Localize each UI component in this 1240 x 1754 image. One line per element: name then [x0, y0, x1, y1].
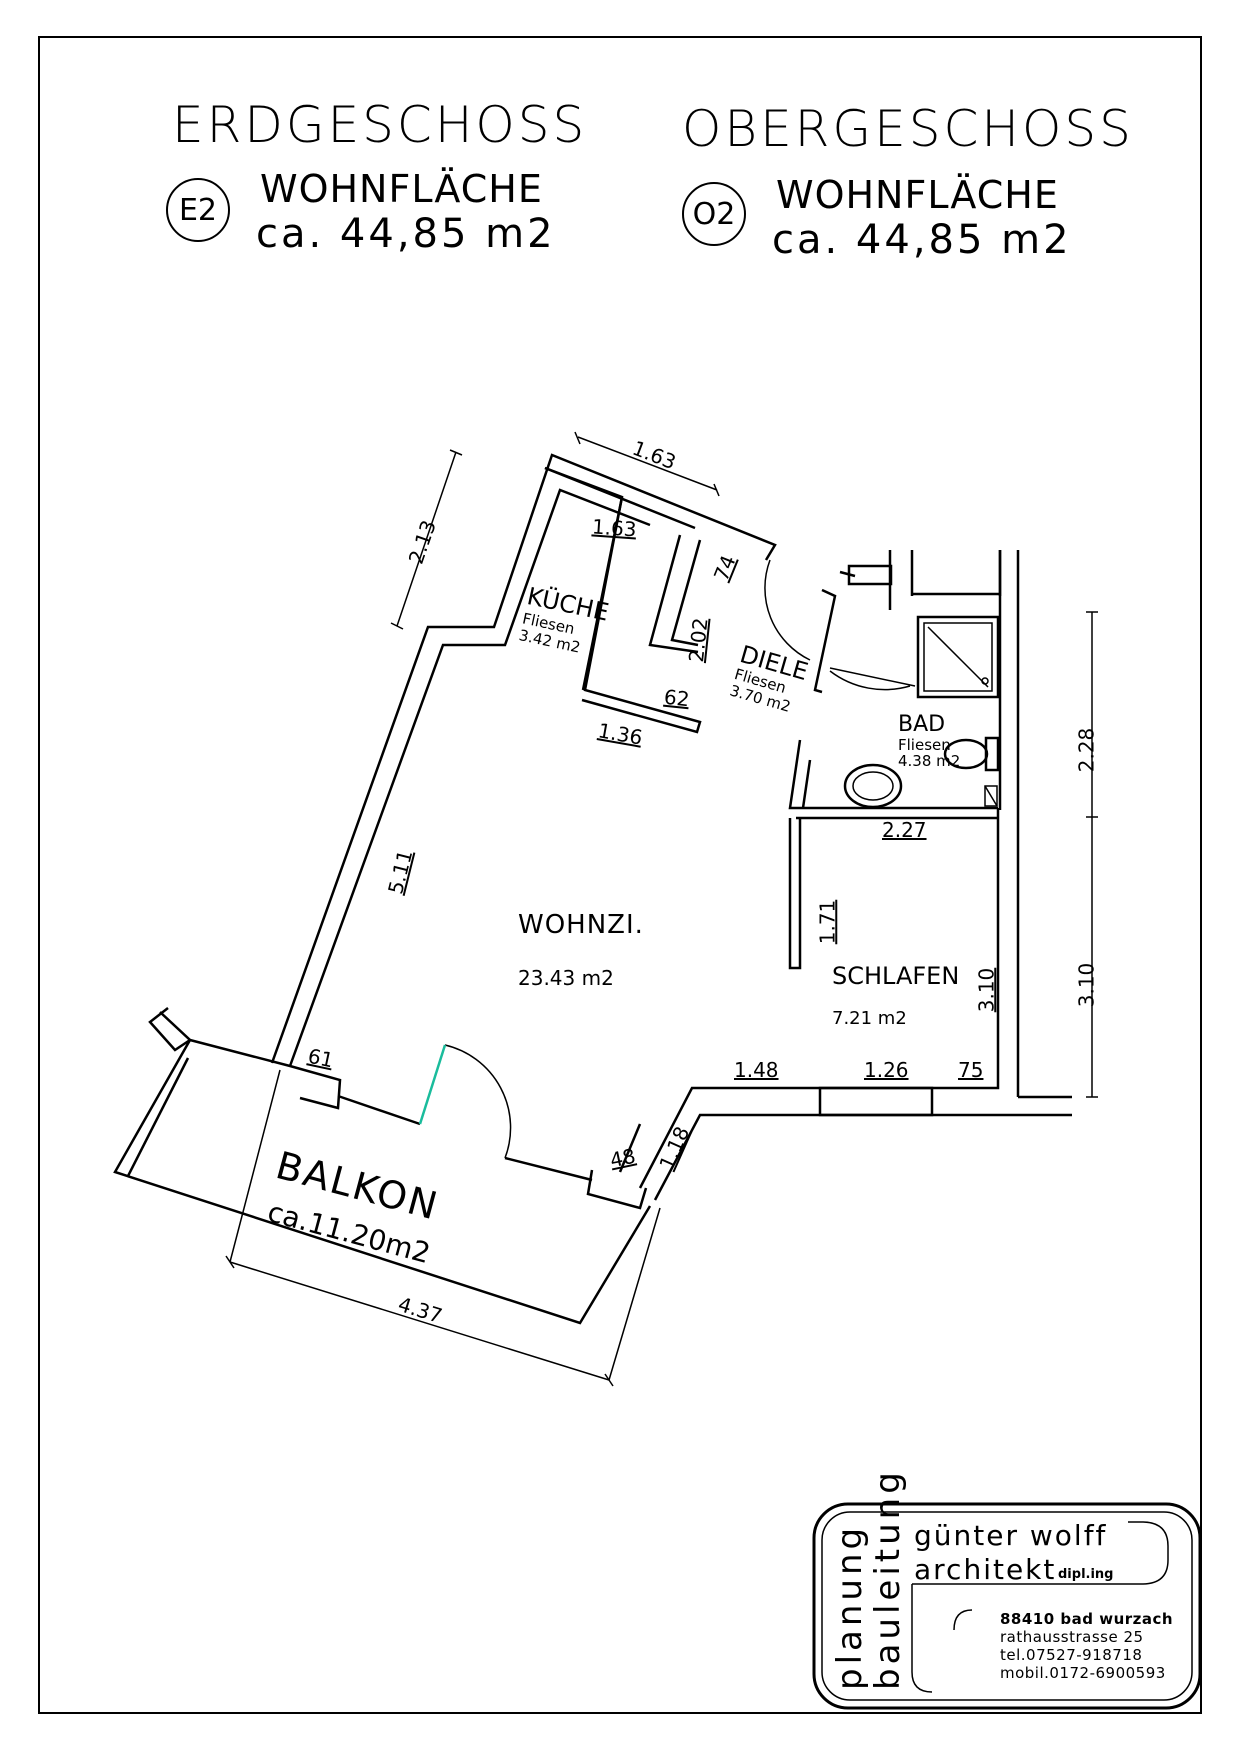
dim-bad-bottom: 2.27	[882, 818, 927, 842]
washbasin-inner	[852, 771, 894, 801]
wall-left-outer	[270, 453, 777, 1064]
wall-balkon-pier-2	[618, 1123, 642, 1173]
bad-corner-box	[984, 785, 998, 807]
dim-61: 61	[305, 1043, 336, 1073]
stamp-address-1: 88410 bad wurzach	[1000, 1610, 1174, 1628]
wall-balkon-pier	[586, 1169, 648, 1210]
wall-kitchen-lower	[581, 496, 624, 691]
area-label-left: WOHNFLÄCHE	[260, 167, 543, 211]
dim-48: 48	[607, 1143, 638, 1173]
dimline-top-outer-tick-1	[574, 431, 581, 445]
stamp-bauleitung: bauleitung	[868, 1468, 908, 1690]
dimline-balkon-width	[229, 1261, 610, 1381]
architect-stamp: planung bauleitung günter wolff architek…	[812, 1468, 1202, 1710]
balkon-corner	[148, 1007, 193, 1052]
room-bad: BAD Fliesen 4.38 m2	[898, 714, 960, 769]
wall-kitchen-counter-2	[544, 466, 702, 734]
wall-balkon-door-right	[504, 1156, 593, 1182]
wall-kitchen-2	[648, 534, 699, 654]
washbasin	[843, 763, 903, 809]
wall-lower-right	[638, 808, 1000, 1189]
dim-right-upper: 2.28	[1074, 727, 1099, 773]
drawing-frame	[38, 36, 1202, 1714]
dim-126: 1.26	[864, 1058, 909, 1082]
unit-badge-left-text: E2	[178, 192, 218, 228]
room-wohnzi-area: 23.43 m2	[518, 966, 614, 990]
stamp-planung: planung	[830, 1523, 870, 1690]
room-bad-name: BAD	[898, 712, 946, 737]
dimline-balkon-left	[229, 1069, 281, 1263]
floor-title-left: ERDGESCHOSS	[172, 96, 588, 154]
dim-schlafen-171: 1.71	[815, 899, 840, 945]
stamp-mobile: mobil.0172-6900593	[1000, 1664, 1166, 1682]
room-schlafen-name: SCHLAFEN	[832, 962, 960, 990]
wall-schlafen-left	[788, 818, 802, 970]
shower-diagonal	[927, 626, 989, 688]
dim-right-lower: 3.10	[1074, 962, 1099, 1008]
dimline-left-top-tick-2	[390, 622, 404, 630]
toilet-tank	[984, 736, 1000, 772]
area-value-right: ca. 44,85 m2	[772, 217, 1072, 263]
dimline-left-top	[396, 451, 457, 627]
wall-lower-outer	[653, 1113, 1072, 1201]
wall-bad-left-2	[839, 570, 856, 578]
stamp-title-suffix: dipl.ing	[1058, 1567, 1114, 1582]
wall-diele-2	[801, 759, 812, 809]
shower-drain	[981, 677, 989, 685]
door-leaf-balkon	[418, 1044, 447, 1125]
unit-badge-right: O2	[682, 182, 746, 246]
stamp-name: günter wolff	[914, 1519, 1108, 1552]
wall-bad-left	[813, 588, 837, 694]
floor-title-right: OBERGESCHOSS	[682, 100, 1134, 158]
area-value-left: ca. 44,85 m2	[256, 211, 556, 257]
room-schlafen-area: 7.21 m2	[832, 1008, 907, 1029]
dim-kueche-62: 62	[662, 684, 691, 712]
room-bad-floor: Fliesen	[898, 736, 951, 754]
door-swing-diele-2	[829, 670, 911, 691]
dim-148: 1.48	[734, 1058, 779, 1082]
wall-left-inner	[288, 488, 651, 1067]
door-leaf-diele	[829, 667, 916, 687]
door-swing-balkon	[444, 1044, 512, 1159]
door-swing-diele-1	[764, 559, 811, 661]
bad-corner-line	[984, 785, 998, 807]
shower-inner	[923, 622, 993, 692]
dim-75: 75	[958, 1058, 984, 1082]
wall-balkon-door-left	[337, 1094, 421, 1126]
dim-kueche-height: 2.02	[684, 616, 713, 664]
wall-diele	[788, 739, 998, 810]
balkon-outline	[113, 1039, 652, 1325]
unit-badge-right-text: O2	[692, 196, 736, 232]
dimline-top-outer-tick-2	[713, 483, 720, 497]
shower	[916, 615, 1000, 699]
stamp-address-2: rathausstrasse 25	[1000, 1628, 1144, 1646]
dim-schlafen-height: 3.10	[974, 967, 999, 1013]
wall-kitchen	[670, 539, 702, 647]
dimline-left-top-tick-1	[449, 449, 463, 456]
wall-bad-top	[847, 564, 893, 586]
room-bad-area: 4.38 m2	[898, 752, 961, 770]
window-bottom	[818, 1086, 934, 1117]
stamp-phone: tel.07527-918718	[1000, 1646, 1143, 1664]
dimline-balkon-right	[608, 1207, 661, 1381]
room-wohnzi-name: WOHNZI.	[518, 910, 644, 940]
stamp-title: architekt	[914, 1553, 1057, 1586]
unit-badge-left: E2	[166, 178, 230, 242]
area-label-right: WOHNFLÄCHE	[776, 173, 1059, 217]
dimline-top-outer	[577, 436, 718, 491]
balkon-inner	[126, 1057, 190, 1177]
stamp-border	[812, 1502, 1202, 1710]
dim-kueche-top: 1.63	[591, 514, 638, 542]
wall-balkon-top	[189, 1038, 342, 1110]
